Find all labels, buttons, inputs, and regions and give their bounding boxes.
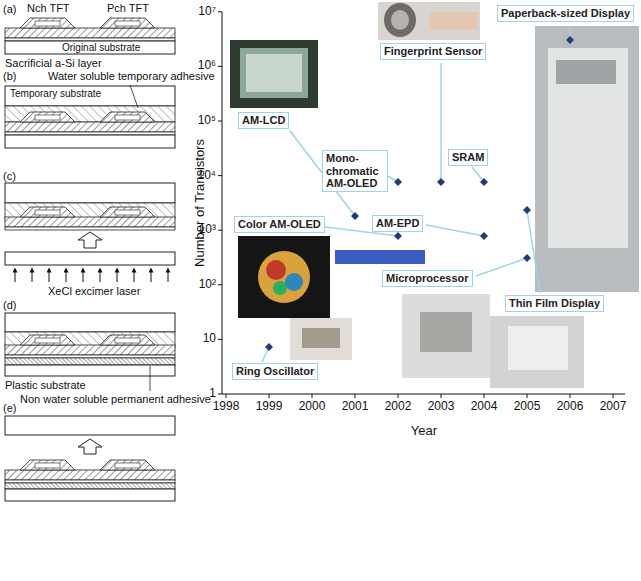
callout-text: Fingerprint Sensor <box>384 45 482 58</box>
axis-tick: 10² <box>199 278 216 292</box>
callout-text: Color AM-OLED <box>238 218 321 231</box>
callout-label: AM-LCD <box>238 112 289 129</box>
axis-title: Year <box>411 424 437 439</box>
callout-text: Microprocessor <box>386 272 469 285</box>
part-name: Nch TFT <box>27 2 70 15</box>
callout-label: SRAM <box>448 149 488 166</box>
axis-tick: 2005 <box>514 400 541 414</box>
callout-label: Fingerprint Sensor <box>380 43 486 60</box>
axis-tick: 2004 <box>471 400 498 414</box>
callout-label: Color AM-OLED <box>234 216 325 233</box>
axis-title: Number of Transistors <box>193 139 208 267</box>
part-name: Pch TFT <box>107 2 149 15</box>
axis-tick: 10⁴ <box>197 169 216 183</box>
callout-text: Mono-chromatic AM-OLED <box>326 152 384 190</box>
axis-tick: 10 <box>203 332 216 346</box>
axis-tick: 1 <box>209 387 216 401</box>
layer-name: Sacrificial a-Si layer <box>5 57 102 70</box>
panel-letter: (b) <box>3 70 16 83</box>
axis-tick: 10⁶ <box>198 59 216 73</box>
panel-letter: (a) <box>3 3 16 16</box>
callout-text: Thin Film Display <box>509 297 600 310</box>
callout-label: AM-EPD <box>372 215 423 232</box>
callout-label: Ring Oscillator <box>232 363 318 380</box>
callout-text: Ring Oscillator <box>236 365 314 378</box>
panel-letter: (d) <box>3 299 16 312</box>
callout-text: SRAM <box>452 151 484 164</box>
axis-tick: 2000 <box>299 400 326 414</box>
callout-text: Paperback-sized Display <box>501 7 630 20</box>
layer-name: Temporary substrate <box>10 88 101 100</box>
layer-name: Original substrate <box>62 42 140 54</box>
callout-text: AM-EPD <box>376 217 419 230</box>
callout-label: Paperback-sized Display <box>497 5 634 22</box>
axis-tick: 10⁵ <box>198 114 216 128</box>
layer-name: Water soluble temporary adhesive <box>48 70 215 83</box>
axis-tick: 2001 <box>342 400 369 414</box>
laser-name: XeCl excimer laser <box>48 285 140 298</box>
callout-label: Mono-chromatic AM-OLED <box>322 150 388 192</box>
axis-tick: 1999 <box>256 400 283 414</box>
axis-tick: 2006 <box>557 400 584 414</box>
callout-label: Thin Film Display <box>505 295 604 312</box>
axis-tick: 10³ <box>199 223 216 237</box>
panel-letter: (c) <box>3 170 16 183</box>
panel-letter: (e) <box>3 402 16 415</box>
layer-name: Plastic substrate <box>5 379 86 392</box>
layer-name: Non water soluble permanent adhesive <box>20 393 211 406</box>
axis-tick: 2002 <box>385 400 412 414</box>
axis-tick: 2003 <box>428 400 455 414</box>
axis-tick: 1998 <box>213 400 240 414</box>
axis-tick: 2007 <box>600 400 627 414</box>
callout-label: Microprocessor <box>382 270 473 287</box>
callout-text: AM-LCD <box>242 114 285 127</box>
axis-tick: 10⁷ <box>198 5 216 19</box>
